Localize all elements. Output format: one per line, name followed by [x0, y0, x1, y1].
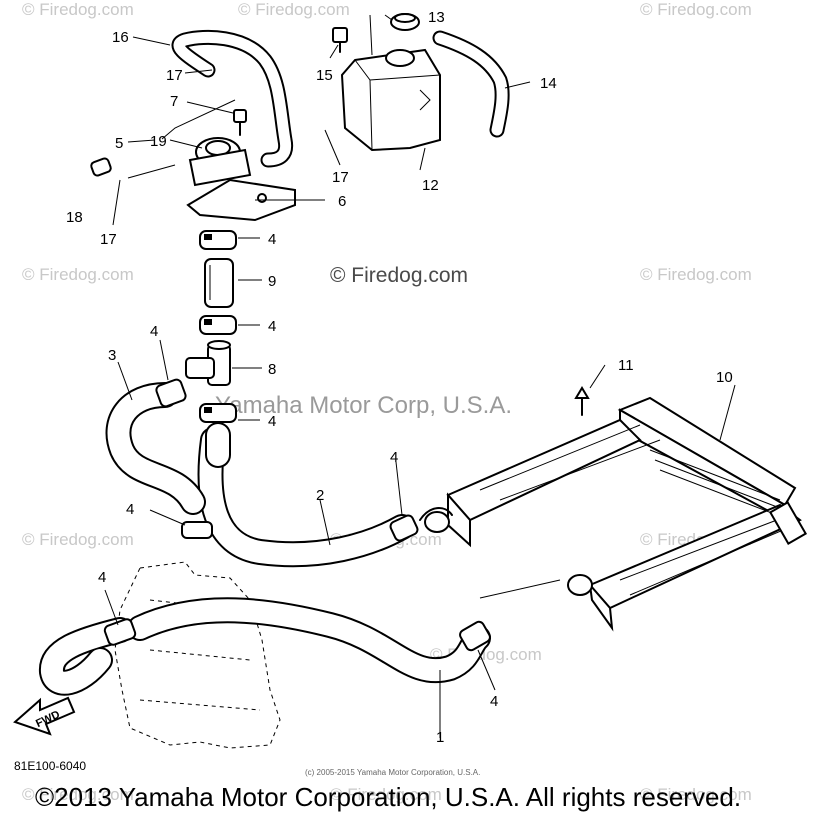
callout-6: 6: [338, 193, 346, 210]
callout-7: 7: [170, 93, 178, 110]
callout-3: 3: [108, 347, 116, 364]
callout-10: 10: [716, 369, 733, 386]
callout-4: 4: [98, 569, 106, 586]
hose-clamp: [199, 403, 237, 423]
hose-clamp: [155, 378, 187, 408]
elbow-hose: [39, 617, 133, 696]
callout-16: 16: [112, 29, 129, 46]
hose-clamps: [103, 230, 491, 652]
callout-5: 5: [115, 135, 123, 152]
hose-clamp: [459, 620, 491, 652]
watermark: © Firedog.com: [640, 0, 752, 19]
hose-9: [204, 258, 234, 308]
callout-17: 17: [100, 231, 117, 248]
t-joint-8: [185, 340, 231, 386]
callout-19: 19: [150, 133, 167, 150]
leader-lines: [104, 14, 736, 738]
hose-3: [105, 382, 206, 515]
watermark: © Firedog.com: [330, 785, 442, 804]
callout-1: 1: [436, 729, 444, 746]
hose-clamp: [199, 315, 237, 335]
hose-1: [127, 597, 491, 684]
plate-6: [186, 178, 296, 222]
callout-4: 4: [126, 501, 134, 518]
watermark: © Firedog.com: [640, 785, 752, 804]
engine-outline: [114, 561, 281, 749]
callout-4: 4: [268, 413, 276, 430]
bolt-11: [574, 386, 590, 416]
cap-13: [390, 13, 420, 31]
callout-8: 8: [268, 361, 276, 378]
callout-13: 13: [428, 9, 445, 26]
callout-4: 4: [490, 693, 498, 710]
watermark: © Firedog.com: [22, 0, 134, 19]
part-code: 81E100-6040: [14, 759, 86, 773]
callout-2: 2: [316, 487, 324, 504]
callout-12: 12: [422, 177, 439, 194]
watermark: © Firedog.com: [238, 0, 350, 19]
thermostat-housing-5: [188, 137, 252, 187]
heat-exchanger-10: [419, 396, 808, 632]
main-watermark: © Firedog.com: [330, 264, 468, 287]
hose-clamp: [181, 521, 213, 539]
watermark: © Firedog.com: [640, 265, 752, 284]
hose-2: [197, 427, 415, 568]
footer-copyright: ©2013 Yamaha Motor Corporation, U.S.A. A…: [35, 782, 741, 812]
callout-4: 4: [268, 318, 276, 335]
callout-17: 17: [166, 67, 183, 84]
callout-15: 15: [316, 67, 333, 84]
hose-16: [171, 29, 294, 168]
hose-14: [432, 30, 510, 138]
callout-4: 4: [390, 449, 398, 466]
bolt-15: [332, 27, 348, 53]
callout-18: 18: [66, 209, 83, 226]
hose-clamp: [199, 230, 237, 250]
fitting-18: [90, 157, 112, 177]
callout-14: 14: [540, 75, 557, 92]
callouts: 16 17 7 5 19 18 17 6 4 9 4 4 3 8 4 4 4 2…: [66, 9, 733, 746]
callout-11: 11: [618, 357, 634, 374]
small-copyright: (c) 2005-2015 Yamaha Motor Corporation, …: [305, 768, 480, 777]
callout-4: 4: [268, 231, 276, 248]
hose-clamp: [389, 514, 419, 542]
mid-watermark: Yamaha Motor Corp, U.S.A.: [215, 392, 512, 419]
callout-4: 4: [150, 323, 158, 340]
callout-17: 17: [332, 169, 349, 186]
tank-12: [340, 48, 441, 152]
callout-9: 9: [268, 273, 276, 290]
bolt-7: [233, 109, 247, 136]
watermark: © Firedog.com: [22, 530, 134, 549]
watermark: © Firedog.com: [22, 785, 134, 804]
forward-arrow: FWD: [13, 696, 76, 736]
watermark: © Firedog.com: [22, 265, 134, 284]
